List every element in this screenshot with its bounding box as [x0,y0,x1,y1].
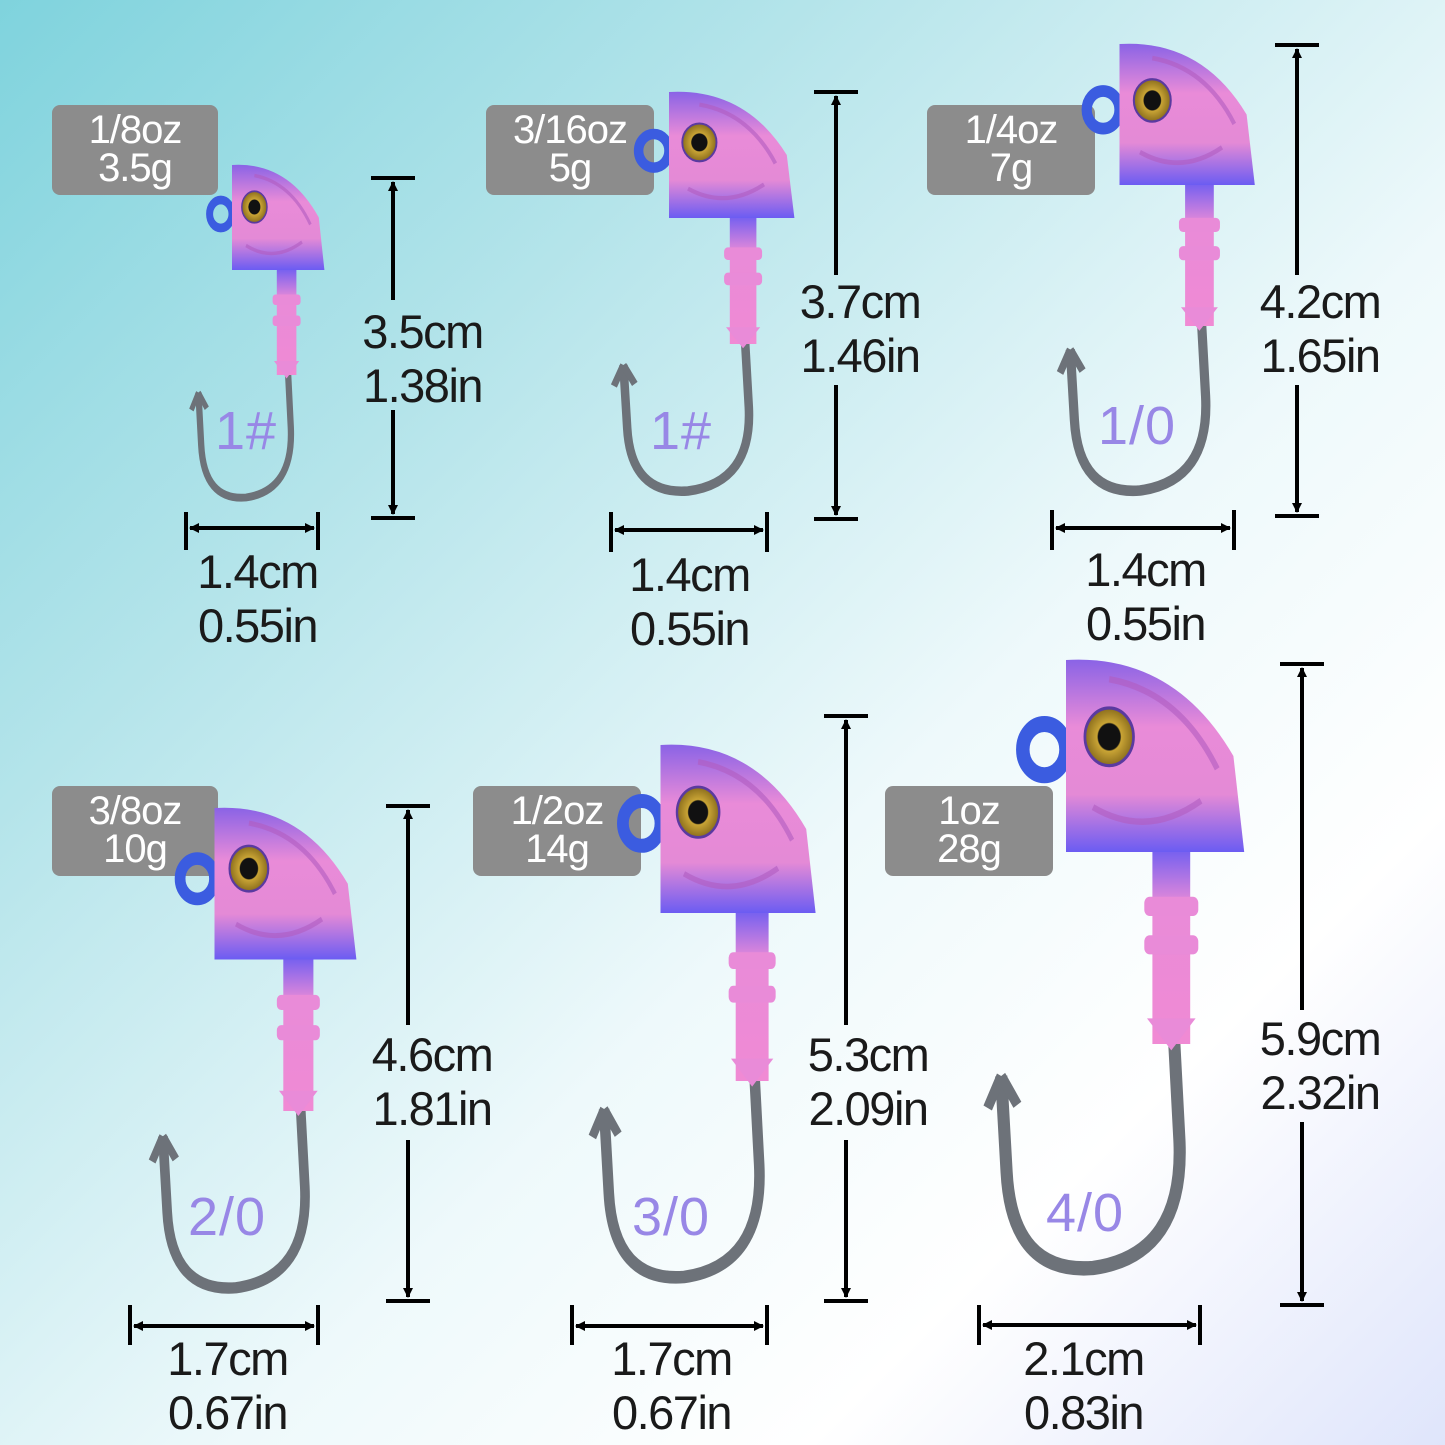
width-in: 0.67in [167,1386,289,1439]
weight-oz: 1oz [938,789,1001,833]
width-cm: 1.7cm [611,1332,733,1385]
width-in: 0.67in [611,1386,733,1439]
weight-g: 28g [937,827,1002,871]
length-measure: 4.6cm 1.81in [357,1028,507,1136]
weight-oz: 1/8oz [88,108,183,152]
width-measure: 1.4cm 0.55in [612,548,767,656]
length-measure: 5.3cm 2.09in [793,1028,943,1136]
length-in: 2.09in [808,1082,929,1135]
weight-g: 7g [989,146,1034,190]
width-measure: 2.1cm 0.83in [1006,1332,1161,1440]
length-cm: 5.3cm [807,1028,930,1081]
length-cm: 4.6cm [371,1028,494,1081]
length-measure: 3.5cm 1.38in [350,305,495,413]
length-cm: 4.2cm [1259,275,1382,328]
weight-g: 10g [103,827,168,871]
width-measure: 1.4cm 0.55in [180,545,335,653]
weight-badge: 1/4oz 7g [927,105,1095,195]
length-in: 1.65in [1260,329,1381,382]
length-in: 1.81in [372,1082,493,1135]
weight-badge: 3/16oz 5g [486,105,654,195]
weight-oz: 3/8oz [88,789,183,833]
length-cm: 3.5cm [362,305,484,358]
width-measure: 1.4cm 0.55in [1068,543,1223,651]
length-cm: 3.7cm [799,275,922,328]
weight-oz: 3/16oz [512,108,628,152]
width-in: 0.83in [1023,1386,1145,1439]
hook-size-label: 2/0 [188,1187,267,1247]
width-measure: 1.7cm 0.67in [594,1332,749,1440]
length-measure: 3.7cm 1.46in [785,275,935,383]
hook-size-label: 1# [215,401,278,461]
hook-size-label: 3/0 [632,1187,711,1247]
width-in: 0.55in [1085,597,1207,650]
length-in: 2.32in [1260,1066,1381,1119]
width-cm: 1.4cm [1085,543,1207,596]
weight-g: 3.5g [98,146,173,190]
length-cm: 5.9cm [1259,1012,1382,1065]
width-in: 0.55in [197,599,319,652]
width-in: 0.55in [629,602,751,655]
weight-g: 5g [548,146,593,190]
weight-g: 14g [525,827,590,871]
hook-size-label: 4/0 [1046,1183,1125,1243]
weight-badge: 1oz 28g [885,786,1053,876]
length-in: 1.46in [800,329,921,382]
weight-badge: 1/2oz 14g [473,786,641,876]
width-cm: 2.1cm [1023,1332,1145,1385]
weight-oz: 1/2oz [510,789,605,833]
length-measure: 5.9cm 2.32in [1245,1012,1395,1120]
hook-size-label: 1/0 [1098,396,1177,456]
weight-badge: 1/8oz 3.5g [52,105,218,195]
length-measure: 4.2cm 1.65in [1245,275,1395,383]
weight-oz: 1/4oz [964,108,1059,152]
length-in: 1.38in [362,359,484,412]
hook-size-label: 1# [650,401,713,461]
width-measure: 1.7cm 0.67in [150,1332,305,1440]
width-cm: 1.7cm [167,1332,289,1385]
width-cm: 1.4cm [197,545,319,598]
width-cm: 1.4cm [629,548,751,601]
